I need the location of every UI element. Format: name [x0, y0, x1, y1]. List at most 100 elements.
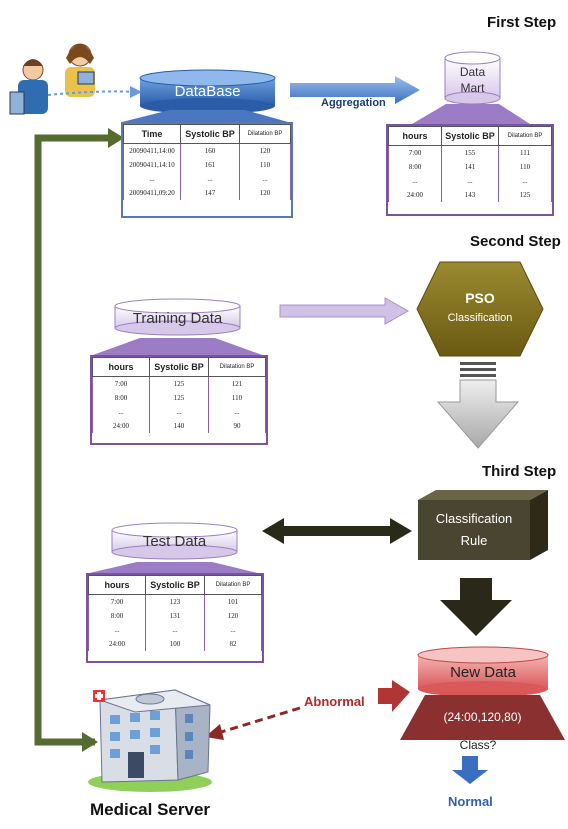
table-cell: 110 [498, 160, 552, 174]
classification-rule-label: Classification Rule [418, 508, 530, 552]
second-step-label: Second Step [470, 233, 561, 250]
table-cell: 100 [145, 637, 205, 651]
class-question: Class? [459, 738, 497, 752]
table-cell: 140 [149, 419, 209, 433]
pso-hexagon [416, 261, 544, 357]
abnormal-dashed-arrow [217, 706, 301, 735]
table-cell: 8:00 [92, 391, 150, 405]
link-line [47, 90, 141, 96]
table-cell: ... [204, 623, 262, 637]
table-cell: ... [388, 174, 442, 188]
table-header: Dilatation BP [239, 124, 291, 144]
table-cell: ... [239, 172, 291, 186]
users-icon [9, 43, 95, 115]
table-cell: 123 [145, 594, 205, 609]
new-data-value: (24:00,120,80) [443, 710, 522, 724]
table-cell: 20090411,14:10 [123, 158, 181, 172]
table-cell: 24:00 [388, 188, 442, 202]
table-cell: ... [498, 174, 552, 188]
test-data-label: Test Data [142, 533, 207, 550]
table-cell: 143 [441, 188, 499, 202]
rule-line1: Classification [435, 511, 513, 526]
training-to-pso-arrow [279, 297, 410, 325]
table-cell: 125 [149, 376, 209, 391]
rule-down-arrow [440, 578, 512, 636]
aggregation-label: Aggregation [321, 97, 386, 109]
table-header: Systolic BP [441, 126, 499, 146]
test-funnel [85, 562, 262, 574]
table-cell: 160 [180, 143, 240, 158]
aggregation-arrow [290, 76, 420, 104]
table-cell: 110 [208, 391, 266, 405]
rule-line2: Rule [460, 533, 488, 548]
table-header: Dilatation BP [204, 575, 262, 595]
database-label: DataBase [174, 83, 241, 100]
first-step-label: First Step [487, 14, 557, 31]
table-cell: 8:00 [88, 609, 146, 623]
medical-server-label: Medical Server [90, 800, 211, 819]
table-cell: 120 [239, 143, 291, 158]
table-row: ......... [388, 174, 552, 188]
normal-arrow [452, 756, 488, 784]
data-mart-funnel [412, 104, 530, 124]
classification-rule-box [418, 490, 548, 560]
table-cell: 120 [204, 609, 262, 623]
hospital-icon [88, 689, 212, 792]
table-cell: 7:00 [88, 594, 146, 609]
table-cell: 82 [204, 637, 262, 651]
data-mart-cylinder [444, 51, 501, 105]
table-cell: ... [123, 172, 181, 186]
table-header: hours [88, 575, 146, 595]
pso-label: PSO Classification [417, 290, 543, 324]
training-cylinder [114, 298, 241, 336]
new-data-label: New Data [450, 664, 516, 681]
table-header: hours [388, 126, 442, 146]
table-header: Dilatation BP [208, 357, 266, 377]
table-cell: ... [145, 623, 205, 637]
table-cell: 101 [204, 594, 262, 609]
table-cell: 20090411,14:00 [123, 143, 181, 158]
table-cell: 131 [145, 609, 205, 623]
table-cell: ... [180, 172, 240, 186]
table-cell: 20090411,09:20 [123, 186, 181, 200]
table-cell: 121 [208, 376, 266, 391]
table-cell: 110 [239, 158, 291, 172]
database-table: Time Systolic BP Dilatation BP 20090411,… [121, 122, 293, 218]
table-row: ......... [88, 623, 262, 637]
table-cell: 111 [498, 145, 552, 160]
table-header: hours [92, 357, 150, 377]
pso-down-arrow [436, 362, 520, 449]
table-cell: 141 [441, 160, 499, 174]
table-cell: ... [208, 405, 266, 419]
pso-title: PSO [465, 290, 495, 306]
feedback-loop-arrow [34, 128, 124, 752]
training-data-label: Training Data [132, 310, 223, 327]
table-row: ......... [92, 405, 266, 419]
table-header: Systolic BP [145, 575, 205, 595]
table-cell: 125 [149, 391, 209, 405]
table-cell: ... [441, 174, 499, 188]
abnormal-label: Abnormal [304, 694, 365, 709]
new-data-funnel [400, 695, 565, 740]
table-cell: ... [88, 623, 146, 637]
table-cell: 24:00 [88, 637, 146, 651]
table-cell: 155 [441, 145, 499, 160]
table-cell: ... [149, 405, 209, 419]
normal-label: Normal [448, 794, 493, 809]
table-cell: 7:00 [92, 376, 150, 391]
table-cell: 161 [180, 158, 240, 172]
